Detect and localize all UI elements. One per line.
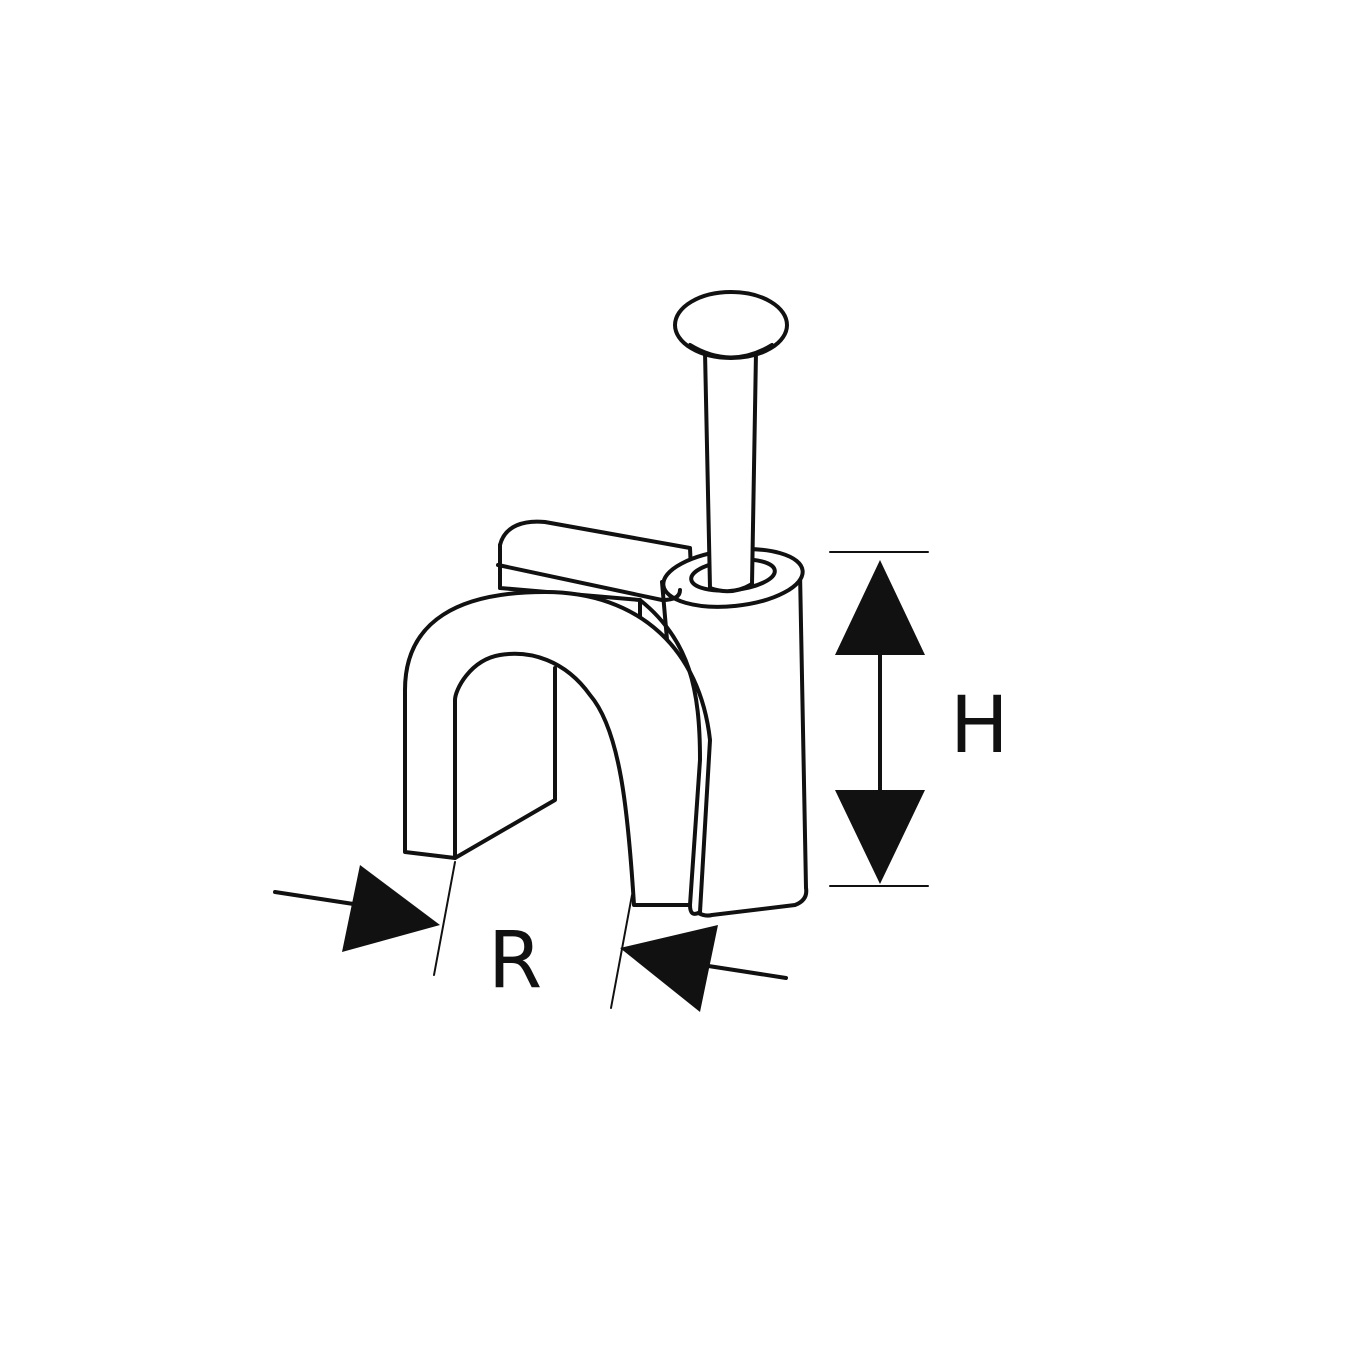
nail-shank: [703, 350, 758, 594]
clip-saddle-edge: [638, 598, 702, 907]
clip-saddle-inner: [453, 666, 557, 860]
cable-clip: [403, 290, 809, 918]
width-arrow-left: [342, 865, 440, 952]
clip-saddle: [403, 590, 712, 916]
height-arrow-up: [835, 560, 925, 655]
height-arrow-down: [835, 790, 925, 884]
height-label: H: [950, 681, 1009, 771]
width-leader-left: [273, 890, 362, 907]
width-leader-right: [700, 963, 788, 980]
height-dimension: H: [829, 551, 1009, 887]
width-label: R: [488, 916, 542, 1006]
clip-top-edge: [496, 563, 682, 602]
nail-head-underside: [688, 343, 774, 360]
width-extension-right: [610, 894, 633, 1009]
width-dimension: R: [273, 861, 788, 1012]
width-extension-left: [433, 861, 456, 976]
width-arrow-right: [620, 925, 718, 1012]
